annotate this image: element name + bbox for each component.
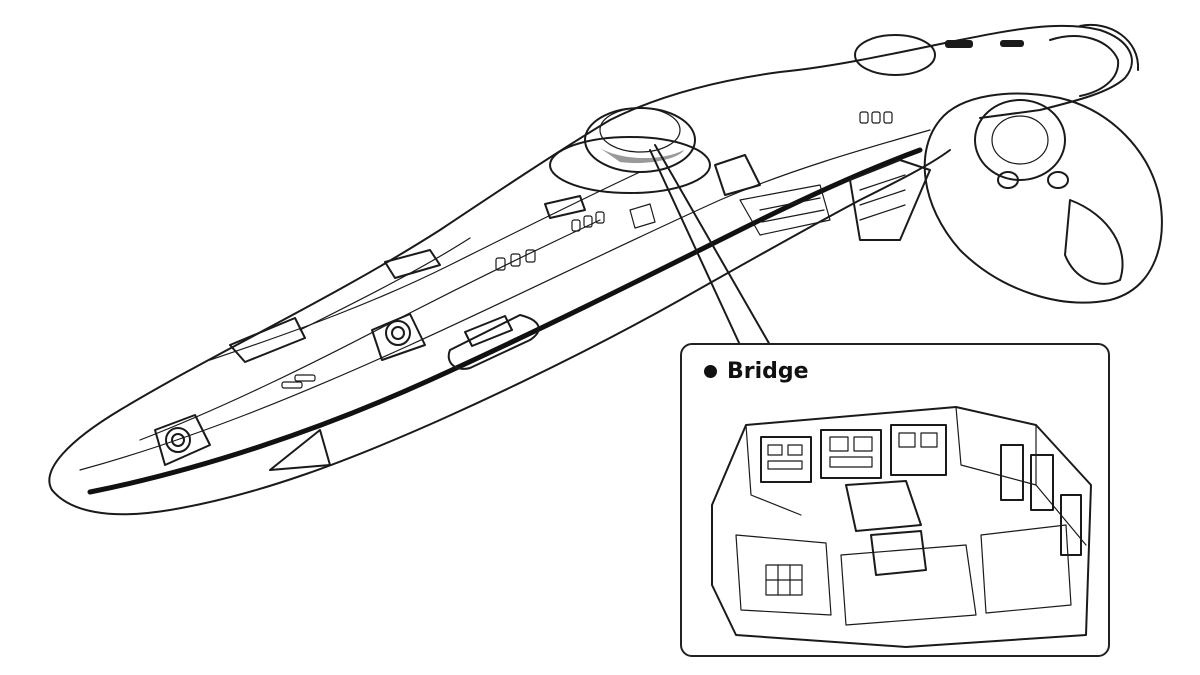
callout-label: Bridge	[727, 359, 809, 384]
bridge-dome	[549, 107, 711, 194]
bridge-interior-drawing	[711, 406, 1092, 648]
engine-pod	[923, 92, 1163, 304]
bullet-dot-icon	[704, 365, 717, 378]
hull-details	[154, 111, 893, 466]
rear-section	[739, 23, 1140, 241]
bridge-callout-box: Bridge	[680, 343, 1110, 657]
callout-leader-line	[649, 144, 771, 346]
callout-title: Bridge	[704, 359, 809, 384]
